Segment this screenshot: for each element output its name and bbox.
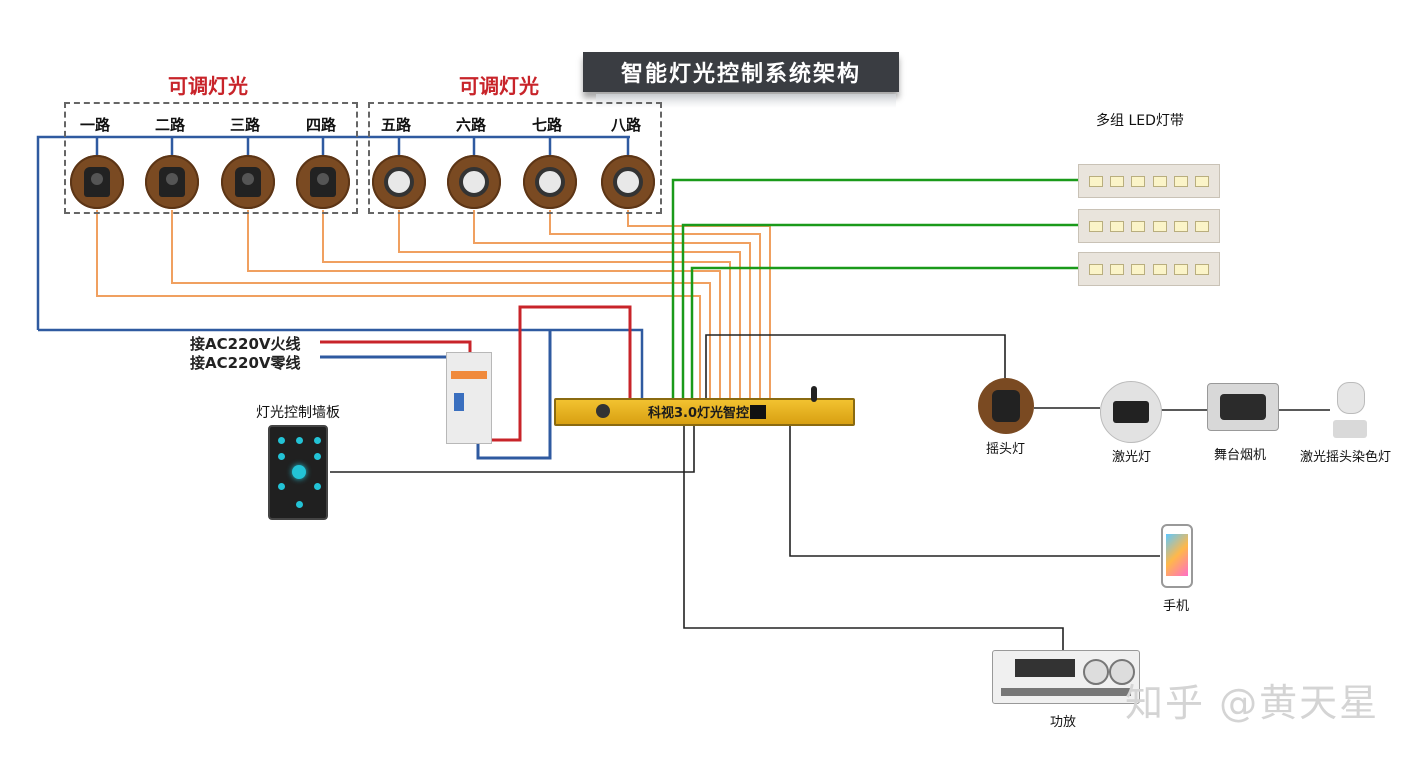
channel-label-5: 五路 (381, 116, 412, 134)
moving-head-lamp-icon (221, 155, 275, 209)
group-title-left: 可调灯光 (168, 74, 248, 98)
moving-head-lamp-icon (296, 155, 350, 209)
moving-head-lamp-icon (70, 155, 124, 209)
ac-live-label: 接AC220V火线 (190, 335, 301, 353)
par-lamp-icon (523, 155, 577, 209)
controller-logo-icon (596, 404, 610, 418)
laser-wash-label: 激光摇头染色灯 (1300, 450, 1392, 465)
signal-wires (330, 334, 1330, 650)
watermark: 知乎 @黄天星 (1125, 681, 1380, 725)
channel-label-2: 二路 (155, 116, 186, 134)
laser-light-icon (1100, 381, 1162, 443)
led-strip-label: 多组 LED灯带 (1096, 113, 1184, 129)
channel-label-8: 八路 (611, 116, 642, 134)
fog-machine-label: 舞台烟机 (1214, 448, 1267, 463)
ac-live-wire (320, 305, 632, 442)
dimmer-group-left (64, 102, 358, 214)
ac-neutral-label: 接AC220V零线 (190, 354, 301, 372)
wall-panel-label: 灯光控制墙板 (256, 405, 340, 421)
controller-name: 科视3.0灯光智控 (648, 406, 750, 421)
led-strip-icon (1078, 209, 1220, 243)
circuit-breaker-icon (446, 352, 492, 444)
amplifier-label: 功放 (1050, 715, 1077, 730)
laser-wash-light-icon (1329, 382, 1371, 438)
lighting-controller: 科视3.0灯光智控 (554, 386, 855, 426)
power-bus-wire (36, 135, 644, 398)
moving-head-label: 摇头灯 (986, 442, 1026, 457)
channel-label-4: 四路 (306, 116, 337, 134)
laser-light-label: 激光灯 (1112, 450, 1152, 465)
par-lamp-icon (447, 155, 501, 209)
par-lamp-icon (372, 155, 426, 209)
channel-label-7: 七路 (532, 116, 563, 134)
moving-head-lamp-icon (145, 155, 199, 209)
controller-display (750, 405, 766, 419)
channel-label-3: 三路 (230, 116, 261, 134)
led-strip-icon (1078, 252, 1220, 286)
diagram-title: 智能灯光控制系统架构 (583, 52, 899, 92)
amplifier-icon (992, 650, 1140, 704)
par-lamp-icon (601, 155, 655, 209)
moving-head-light-icon (978, 378, 1034, 434)
group-title-right: 可调灯光 (459, 74, 539, 98)
channel-label-1: 一路 (80, 116, 111, 134)
wall-panel-icon (268, 425, 328, 520)
dimmer-group-right (368, 102, 662, 214)
fog-machine-icon (1207, 383, 1279, 431)
antenna-icon (811, 386, 817, 402)
channel-label-6: 六路 (456, 116, 487, 134)
phone-label: 手机 (1163, 599, 1190, 614)
phone-icon (1161, 524, 1193, 588)
led-strip-wires (671, 178, 1080, 398)
title-shadow (596, 94, 896, 108)
led-strip-icon (1078, 164, 1220, 198)
